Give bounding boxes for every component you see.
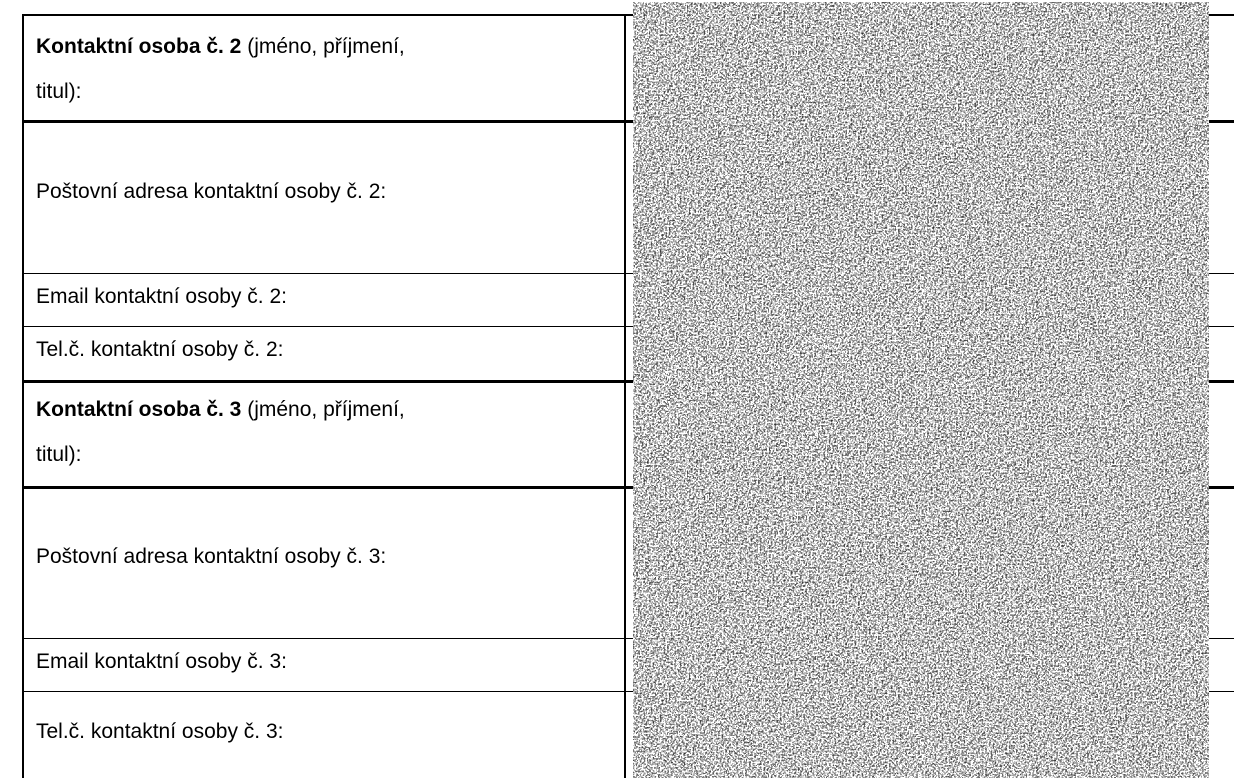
row-border bbox=[22, 380, 1234, 383]
label-phone-3: Tel.č. kontaktní osoby č. 3: bbox=[36, 720, 284, 743]
row-border bbox=[22, 638, 1234, 639]
row-border bbox=[22, 486, 1234, 489]
column-divider bbox=[624, 14, 626, 778]
label-phone-2: Tel.č. kontaktní osoby č. 2: bbox=[36, 338, 284, 361]
row-border bbox=[22, 326, 1234, 327]
label-email-3: Email kontaktní osoby č. 3: bbox=[36, 650, 287, 673]
label-postal-address-2: Poštovní adresa kontaktní osoby č. 2: bbox=[36, 180, 387, 203]
label-postal-address-3: Poštovní adresa kontaktní osoby č. 3: bbox=[36, 545, 387, 568]
label-bold: Kontaktní osoba č. 2 bbox=[36, 35, 242, 58]
label-contact-person-3: Kontaktní osoba č. 3 (jméno, příjmení, bbox=[36, 390, 405, 430]
row-border bbox=[22, 14, 1234, 16]
label-contact-person-2: Kontaktní osoba č. 2 (jméno, příjmení, bbox=[36, 27, 405, 67]
row-border bbox=[22, 273, 1234, 274]
label-contact-person-2-cont: titul): bbox=[36, 80, 82, 103]
redacted-values-noise bbox=[633, 2, 1209, 778]
label-email-2: Email kontaktní osoby č. 2: bbox=[36, 285, 287, 308]
label-bold: Kontaktní osoba č. 3 bbox=[36, 398, 242, 421]
label-contact-person-3-cont: titul): bbox=[36, 443, 82, 466]
row-border bbox=[22, 691, 1234, 692]
label-text: (jméno, příjmení, bbox=[241, 35, 405, 58]
table-left-border bbox=[22, 14, 24, 778]
label-text: (jméno, příjmení, bbox=[241, 398, 405, 421]
row-border bbox=[22, 120, 1234, 123]
